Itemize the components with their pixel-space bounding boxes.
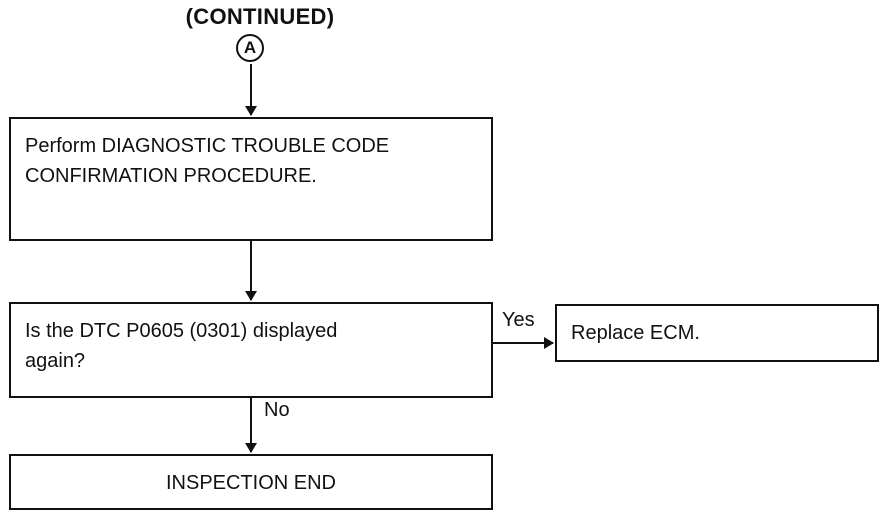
dtc-question-box: Is the DTC P0605 (0301) displayed again? [9, 302, 493, 398]
replace-ecm-box: Replace ECM. [555, 304, 879, 362]
inspection-end-text: INSPECTION END [165, 472, 337, 494]
perform-dtc-confirmation-box: Perform DIAGNOSTIC TROUBLE CODE CONFIRMA… [9, 117, 493, 241]
continued-heading: (CONTINUED) [185, 4, 335, 29]
replace-ecm-text: Replace ECM. [571, 322, 700, 344]
inspection-end-box: INSPECTION END [9, 454, 493, 510]
connector-a-circle: A [236, 34, 264, 62]
connector-a-label: A [243, 38, 257, 57]
question-text-line-1: Is the DTC P0605 (0301) displayed [25, 320, 338, 342]
perform-text-line-1: Perform DIAGNOSTIC TROUBLE CODE [25, 135, 390, 157]
no-branch-label: No [264, 399, 290, 421]
question-text-line-2: again? [25, 350, 86, 372]
perform-text-line-2: CONFIRMATION PROCEDURE. [25, 165, 317, 187]
yes-branch-label: Yes [502, 309, 535, 331]
